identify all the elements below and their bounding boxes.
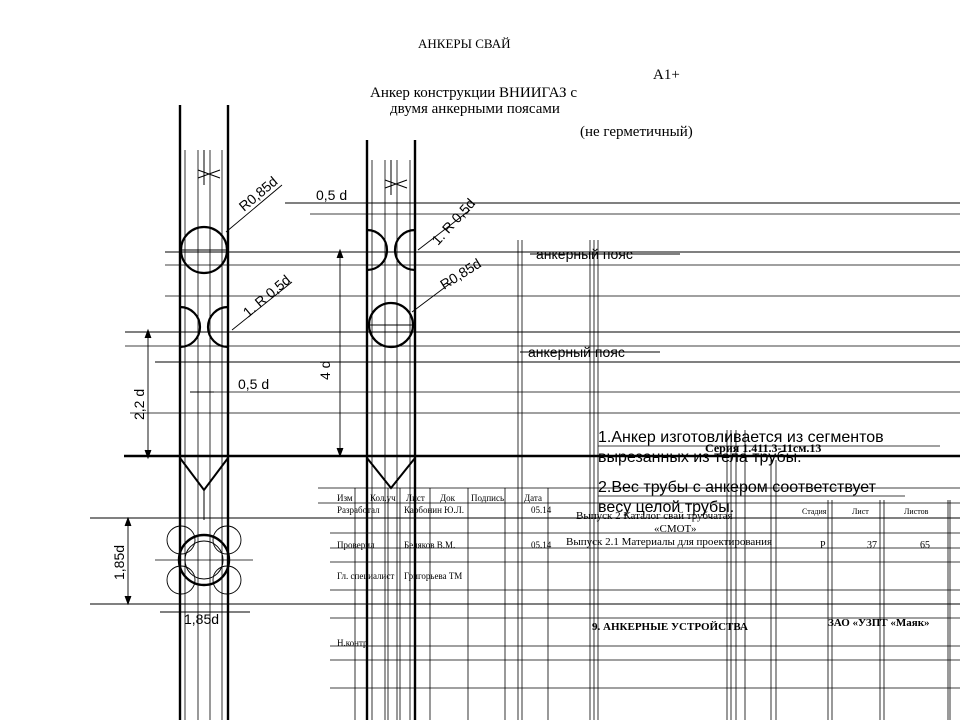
header-podpis: Подпись bbox=[471, 493, 504, 503]
title-line-3: (не герметичный) bbox=[580, 124, 693, 140]
right-dimension-lines bbox=[336, 202, 380, 458]
belt-label-lower: анкерный пояс bbox=[528, 344, 625, 360]
header-izm: Изм bbox=[337, 493, 353, 503]
left-dimension-lines bbox=[124, 328, 250, 613]
right-pile bbox=[365, 140, 471, 720]
header-list: Лист bbox=[406, 493, 425, 503]
row-date: 05.14 bbox=[531, 540, 552, 550]
belt-label-upper: анкерный пояс bbox=[536, 246, 633, 262]
row-role: Проверил bbox=[337, 540, 375, 550]
dim-2-2d: 2,2 d bbox=[131, 389, 147, 420]
note-line-1: 1.Анкер изготовливается из сегментов bbox=[598, 429, 884, 446]
issue-line-3: Выпуск 2.1 Материалы для проектирования bbox=[566, 536, 772, 548]
horizontal-lines bbox=[90, 202, 960, 689]
row-name: Григорьева ТМ bbox=[404, 571, 462, 581]
issue-line-1: Выпуск 2 Каталог свай трубчатая bbox=[576, 510, 733, 522]
format-label: А1+ bbox=[653, 67, 680, 83]
title-block-header-row: Изм Кол.уч Лист Док Подпись Дата bbox=[337, 493, 542, 503]
header-data: Дата bbox=[524, 493, 542, 503]
company-label: ЗАО «УЗПТ «Маяк» bbox=[828, 617, 930, 629]
row-date: 05.14 bbox=[531, 505, 552, 515]
row-name: Беляков В.М. bbox=[404, 540, 455, 550]
row-name: Карбонин Ю.Л. bbox=[404, 505, 464, 515]
row-role: Н.контр bbox=[337, 638, 368, 648]
section-title: АНКЕРЫ СВАЙ bbox=[418, 36, 511, 51]
header-dok: Док bbox=[440, 493, 456, 503]
sheet-value: 37 bbox=[867, 540, 877, 551]
row-role: Гл. специалист bbox=[337, 571, 394, 581]
header-kol-uch: Кол.уч bbox=[370, 493, 396, 503]
note-underlines bbox=[598, 445, 940, 497]
left-pile bbox=[155, 105, 293, 720]
title-line-2: двумя анкерными поясами bbox=[390, 101, 560, 117]
issue-line-2: «СМОТ» bbox=[654, 523, 697, 535]
chapter-label: 9. АНКЕРНЫЕ УСТРОЙСТВА bbox=[592, 621, 748, 633]
sheet-header: Лист bbox=[852, 507, 869, 516]
belt-strike-lines bbox=[520, 253, 680, 353]
dim-half-d-left: 0,5 d bbox=[238, 376, 269, 392]
dim-r085-left: R0,85d bbox=[236, 173, 281, 214]
stage-header: Стадия bbox=[802, 507, 827, 516]
title-line-1: Анкер конструкции ВНИИГАЗ с bbox=[370, 85, 577, 101]
sheets-header: Листов bbox=[904, 507, 929, 516]
note-line-2: вырезанных из тела трубы. bbox=[598, 449, 802, 466]
row-role: Разработал bbox=[337, 505, 380, 515]
vertical-lines bbox=[354, 240, 951, 720]
dim-1-85d-vertical: 1,85d bbox=[111, 545, 127, 580]
title-block-rows: Разработал Карбонин Ю.Л. 05.14 Проверил … bbox=[337, 505, 552, 648]
dim-half-d-top: 0,5 d bbox=[316, 187, 347, 203]
note-line-3: 2.Вес трубы с анкером соответствует bbox=[598, 479, 877, 496]
dim-1-85d-horizontal: 1,85d bbox=[184, 611, 219, 627]
series-label: Серия 1.411.3-11см.13 bbox=[705, 441, 821, 455]
note-line-4: весу целой трубы. bbox=[598, 499, 734, 516]
dim-4d: 4 d bbox=[317, 361, 333, 380]
stage-value: Р bbox=[820, 540, 826, 551]
dim-r085-right: R0,85d bbox=[437, 255, 484, 292]
sheets-value: 65 bbox=[920, 540, 930, 551]
